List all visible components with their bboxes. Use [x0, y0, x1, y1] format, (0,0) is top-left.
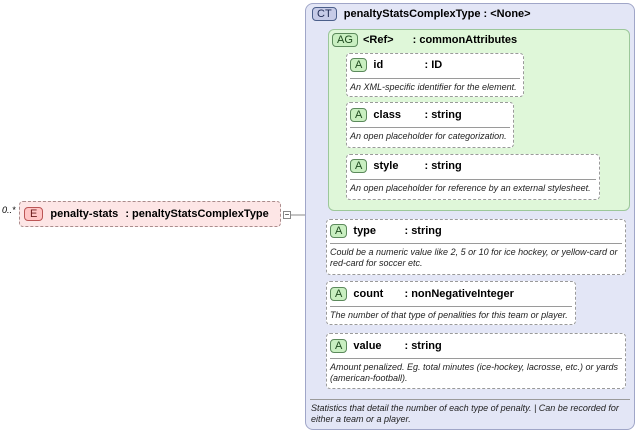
element-badge: E	[24, 207, 44, 221]
attribute-name: id	[373, 59, 384, 71]
attribute-box-style[interactable]	[346, 154, 600, 200]
attribute-name: style	[373, 160, 399, 172]
attribute-box-type[interactable]	[326, 219, 626, 275]
element-name[interactable]: penalty-stats	[50, 208, 119, 220]
attribute-type: : string	[404, 225, 442, 237]
attribute-name: count	[353, 288, 384, 300]
attribute-badge: A	[330, 224, 348, 238]
element-header: E penalty-stats : penaltyStatsComplexTyp…	[24, 207, 269, 221]
attribute-group-header: AG <Ref> : commonAttributes	[332, 33, 517, 47]
attribute-group-badge: AG	[332, 33, 358, 47]
complex-type-separator	[310, 399, 630, 400]
attribute-name: value	[353, 340, 382, 352]
attribute-type: : string	[424, 160, 462, 172]
collapse-toggle-icon[interactable]: −	[283, 210, 291, 219]
complex-type-badge: CT	[312, 7, 337, 21]
attribute-description: An open placeholder for reference by an …	[350, 183, 591, 193]
attribute-type: : ID	[424, 59, 443, 71]
occurrence-label: 0..*	[2, 205, 16, 215]
attribute-header-count: A count : nonNegativeInteger	[330, 287, 514, 301]
attribute-separator	[330, 306, 572, 307]
attribute-separator	[350, 127, 510, 128]
attribute-badge: A	[350, 108, 368, 122]
attribute-separator	[330, 243, 622, 244]
attribute-header-value: A value : string	[330, 339, 442, 353]
attribute-box-id[interactable]	[346, 53, 524, 97]
attribute-type: : nonNegativeInteger	[404, 288, 514, 300]
attribute-header-class: A class : string	[350, 108, 462, 122]
attribute-badge: A	[350, 159, 368, 173]
complex-type-title[interactable]: penaltyStatsComplexType : <None>	[343, 8, 531, 20]
attribute-description: An XML-specific identifier for the eleme…	[350, 82, 517, 92]
complex-type-documentation: Statistics that detail the number of eac…	[311, 403, 619, 424]
attribute-separator	[350, 78, 520, 79]
attribute-header-style: A style : string	[350, 159, 462, 173]
attribute-separator	[330, 358, 622, 359]
attribute-box-count[interactable]	[326, 281, 576, 325]
attribute-description: An open placeholder for categorization.	[350, 131, 507, 141]
attribute-badge: A	[330, 287, 348, 301]
attribute-badge: A	[330, 339, 348, 353]
attribute-type: : string	[404, 340, 442, 352]
element-type: : penaltyStatsComplexType	[125, 208, 269, 220]
attribute-type: : string	[424, 109, 462, 121]
element-box[interactable]	[19, 201, 281, 227]
attribute-description: Amount penalized. Eg. total minutes (ice…	[330, 362, 618, 383]
attribute-name: class	[373, 109, 401, 121]
attribute-name: type	[353, 225, 377, 237]
attribute-header-id: A id : ID	[350, 58, 442, 72]
attribute-header-type: A type : string	[330, 224, 442, 238]
attribute-box-class[interactable]	[346, 102, 514, 148]
attribute-group-name[interactable]: <Ref>	[362, 34, 394, 46]
complex-type-header: CT penaltyStatsComplexType : <None>	[312, 7, 531, 21]
attribute-badge: A	[350, 58, 368, 72]
attribute-separator	[350, 179, 596, 180]
attribute-description: Could be a numeric value like 2, 5 or 10…	[330, 247, 618, 268]
attribute-box-value[interactable]	[326, 333, 626, 389]
attribute-description: The number of that type of penalities fo…	[330, 310, 568, 320]
attribute-group-type: : commonAttributes	[412, 34, 518, 46]
